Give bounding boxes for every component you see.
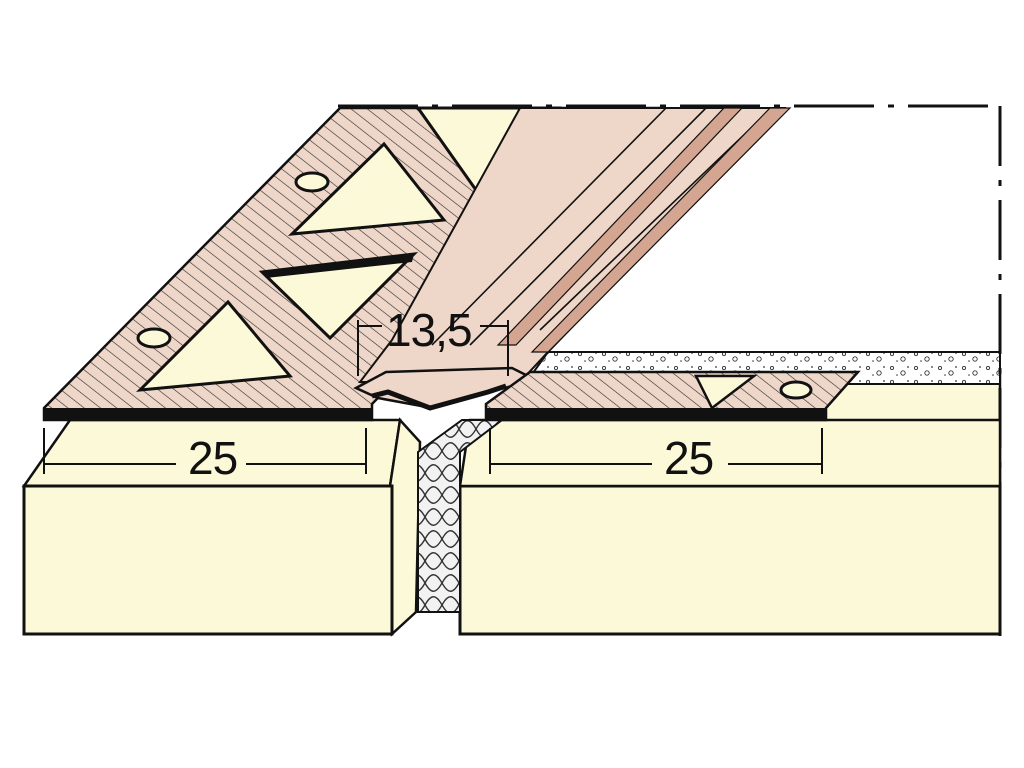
joint-width-label: 13,5 <box>386 304 472 356</box>
right-block <box>458 418 1002 636</box>
screw-hole-icon <box>136 327 172 349</box>
dimension-right-flange: 25 <box>489 428 823 484</box>
dimension-left-flange: 25 <box>43 428 367 484</box>
joint-filler <box>417 419 505 613</box>
right-flange <box>484 370 861 422</box>
left-flange-label: 25 <box>188 432 237 484</box>
right-flange-label: 25 <box>664 432 713 484</box>
screw-hole-icon <box>779 380 813 400</box>
joint-body <box>353 107 792 411</box>
screw-hole-icon <box>294 171 330 193</box>
dimension-joint-width: 13,5 <box>357 304 509 376</box>
